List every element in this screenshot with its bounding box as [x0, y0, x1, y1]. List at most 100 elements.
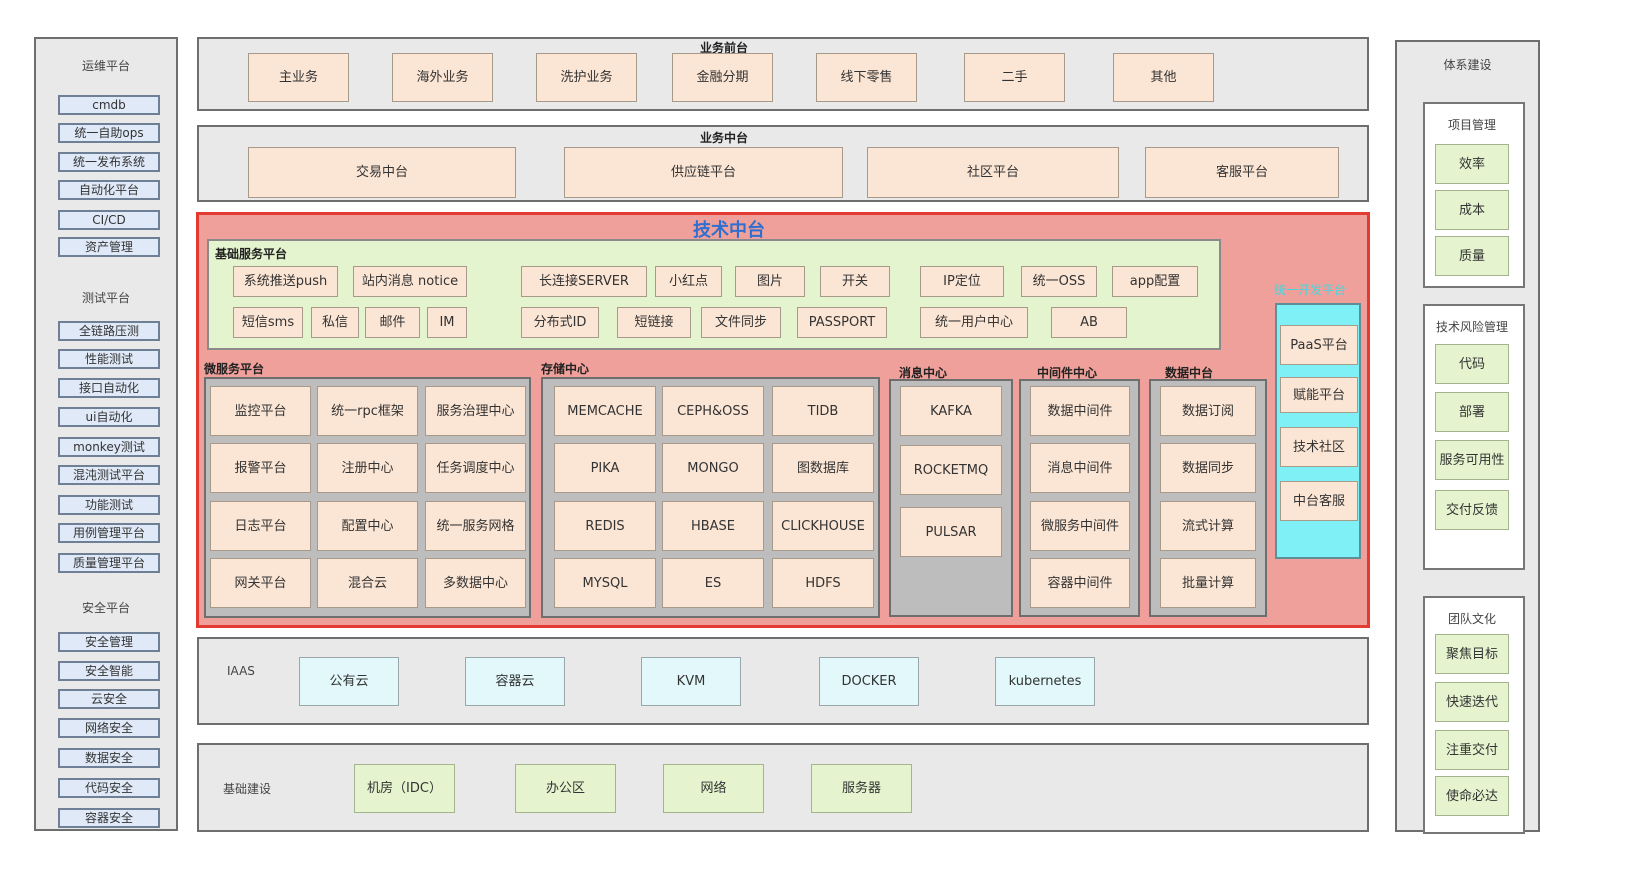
- test-item: 混沌测试平台: [58, 465, 160, 485]
- business-front-platform: 业务前台 主业务海外业务洗护业务金融分期线下零售二手其他: [197, 37, 1369, 111]
- infrastructure-item: 服务器: [811, 764, 912, 813]
- ops-item: 资产管理: [58, 237, 160, 257]
- message-title: 消息中心: [899, 366, 948, 380]
- security-item: 安全管理: [58, 632, 160, 652]
- microservice-item: 多数据中心: [425, 558, 526, 608]
- basic-service-item: app配置: [1112, 266, 1198, 297]
- basic-service-item: 开关: [820, 266, 890, 297]
- data-platform-item: 数据订阅: [1160, 386, 1256, 436]
- project-management-item: 成本: [1435, 190, 1509, 230]
- tech-risk-item: 部署: [1435, 392, 1509, 432]
- basic-service-item: 短链接: [617, 307, 691, 338]
- security-item: 云安全: [58, 689, 160, 709]
- business-front-title: 业务前台: [699, 41, 748, 55]
- iaas-item: DOCKER: [819, 657, 919, 706]
- message-item: KAFKA: [900, 386, 1002, 436]
- basic-service-item: 图片: [735, 266, 805, 297]
- security-item: 容器安全: [58, 808, 160, 828]
- basic-service-item: PASSPORT: [797, 307, 887, 338]
- tech-risk-item: 服务可用性: [1435, 440, 1509, 480]
- microservice-item: 服务治理中心: [425, 386, 526, 436]
- tech-risk-title: 技术风险管理: [1435, 320, 1508, 334]
- basic-service-item: 文件同步: [701, 307, 781, 338]
- security-item: 安全智能: [58, 661, 160, 681]
- basic-service-item: 小红点: [655, 266, 722, 297]
- test-item: 接口自动化: [58, 378, 160, 398]
- business-front-item: 金融分期: [672, 53, 773, 102]
- business-middle-item: 客服平台: [1145, 147, 1339, 198]
- microservice-title: 微服务平台: [204, 362, 265, 376]
- microservice-item: 配置中心: [317, 501, 418, 551]
- team-culture-title: 团队文化: [1447, 612, 1496, 626]
- microservice-item: 统一服务网格: [425, 501, 526, 551]
- business-middle-item: 供应链平台: [564, 147, 843, 198]
- security-item: 网络安全: [58, 718, 160, 738]
- test-item: 性能测试: [58, 349, 160, 369]
- unified-platform-item: PaaS平台: [1280, 325, 1358, 365]
- storage-item: MEMCACHE: [554, 386, 656, 436]
- test-item: monkey测试: [58, 437, 160, 457]
- team-culture-item: 聚焦目标: [1435, 634, 1509, 674]
- infrastructure-item: 办公区: [515, 764, 616, 813]
- security-item: 代码安全: [58, 778, 160, 798]
- basic-service-item: 系统推送push: [233, 266, 338, 297]
- storage-item: MYSQL: [554, 558, 656, 608]
- project-management-item: 效率: [1435, 144, 1509, 184]
- storage-item: CLICKHOUSE: [772, 501, 874, 551]
- business-middle-platform: 业务中台 交易中台供应链平台社区平台客服平台: [197, 125, 1369, 202]
- storage-item: HDFS: [772, 558, 874, 608]
- basic-service-item: IP定位: [920, 266, 1004, 297]
- microservice-item: 网关平台: [210, 558, 311, 608]
- storage-item: 图数据库: [772, 443, 874, 493]
- ops-item: 统一发布系统: [58, 152, 160, 172]
- test-item: 全链路压测: [58, 321, 160, 341]
- unified-platform-item: 技术社区: [1280, 427, 1358, 467]
- iaas-item: kubernetes: [995, 657, 1095, 706]
- unified-platform-item: 中台客服: [1280, 481, 1358, 521]
- storage-item: ES: [662, 558, 764, 608]
- infrastructure-item: 机房（IDC）: [354, 764, 455, 813]
- business-middle-title: 业务中台: [699, 131, 748, 145]
- test-item: ui自动化: [58, 407, 160, 427]
- security-platform-title: 安全平台: [81, 601, 130, 615]
- message-item: PULSAR: [900, 507, 1002, 557]
- business-front-item: 其他: [1113, 53, 1214, 102]
- data-platform-item: 数据同步: [1160, 443, 1256, 493]
- data-platform-title: 数据中台: [1165, 366, 1214, 380]
- basic-service-item: IM: [427, 307, 467, 338]
- project-management-item: 质量: [1435, 236, 1509, 276]
- iaas-item: 公有云: [299, 657, 399, 706]
- unified-platform-title: 统一开发平台: [1274, 283, 1347, 297]
- business-middle-item: 交易中台: [248, 147, 516, 198]
- business-middle-item: 社区平台: [867, 147, 1119, 198]
- ops-item: cmdb: [58, 95, 160, 115]
- middleware-title: 中间件中心: [1037, 366, 1098, 380]
- middleware-item: 消息中间件: [1030, 443, 1130, 493]
- basic-service-item: 邮件: [365, 307, 420, 338]
- business-front-item: 二手: [964, 53, 1065, 102]
- ops-platform-title: 运维平台: [81, 59, 130, 73]
- microservice-item: 任务调度中心: [425, 443, 526, 493]
- microservice-item: 报警平台: [210, 443, 311, 493]
- right-sidebar: 体系建设 项目管理 技术风险管理 团队文化 效率成本质量代码部署服务可用性交付反…: [1395, 40, 1540, 834]
- data-platform-item: 流式计算: [1160, 501, 1256, 551]
- team-culture-item: 使命必达: [1435, 776, 1509, 816]
- middleware-item: 数据中间件: [1030, 386, 1130, 436]
- test-item: 用例管理平台: [58, 523, 160, 543]
- tech-platform-title: 技术中台: [693, 220, 765, 241]
- middleware-item: 微服务中间件: [1030, 501, 1130, 551]
- middleware-item: 容器中间件: [1030, 558, 1130, 608]
- infrastructure-title: 基础建设: [223, 782, 272, 796]
- test-item: 质量管理平台: [58, 553, 160, 573]
- data-platform-item: 批量计算: [1160, 558, 1256, 608]
- iaas-title: IAAS: [227, 664, 255, 678]
- business-front-item: 线下零售: [816, 53, 917, 102]
- storage-title: 存储中心: [541, 362, 590, 376]
- storage-item: PIKA: [554, 443, 656, 493]
- storage-item: TIDB: [772, 386, 874, 436]
- basic-service-item: 私信: [311, 307, 359, 338]
